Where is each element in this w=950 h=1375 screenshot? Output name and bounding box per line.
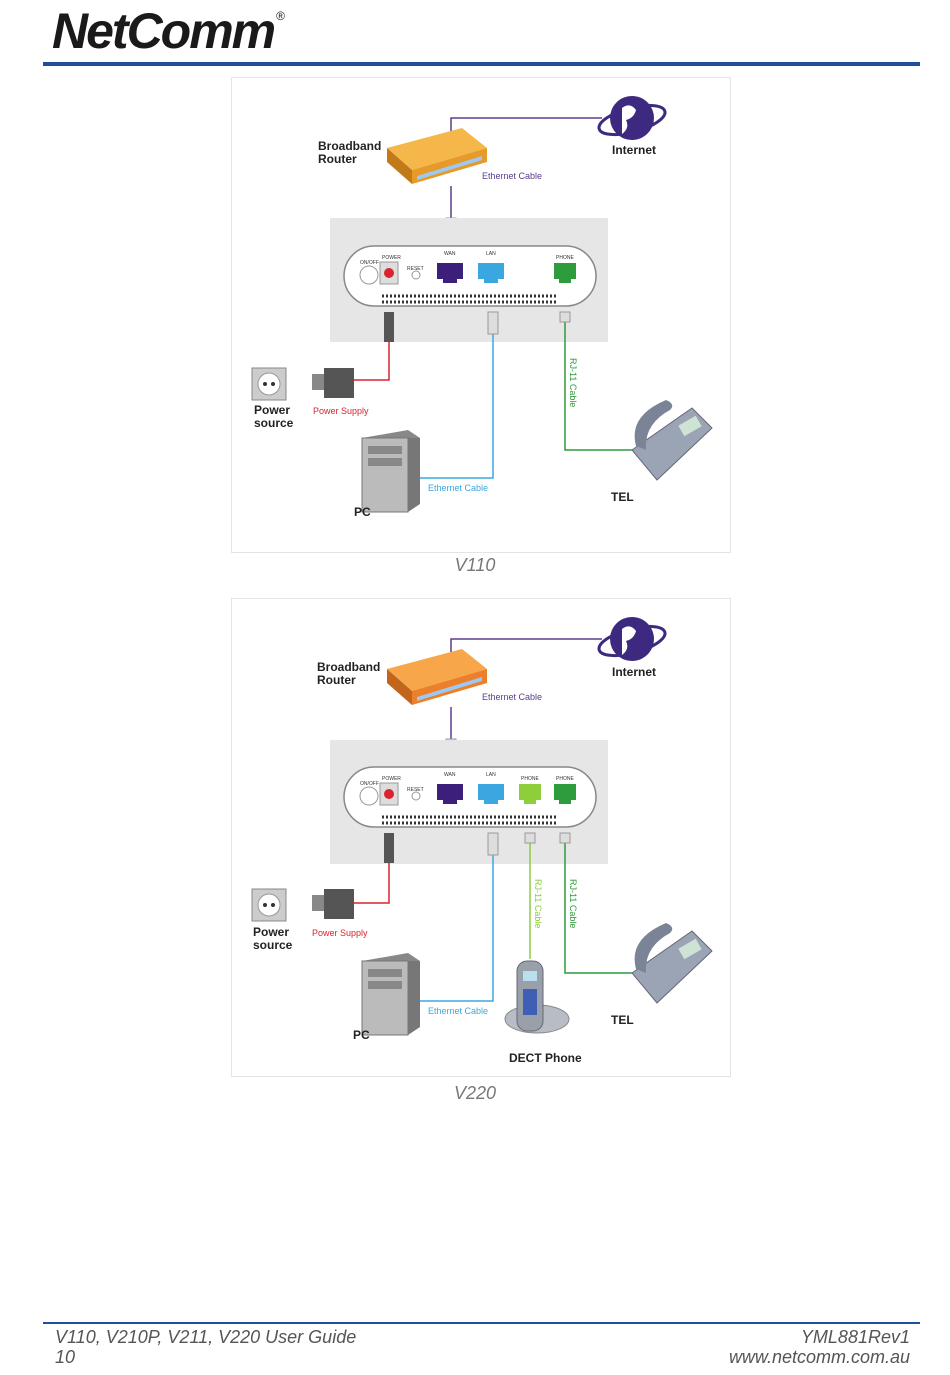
lan-plug (487, 311, 499, 335)
lan-port (478, 263, 504, 283)
rj11-cable-label-tel: RJ-11 Cable (568, 879, 578, 928)
svg-text:RESET: RESET (407, 787, 424, 793)
internet-line (450, 117, 602, 138)
phone-port (554, 263, 576, 283)
v220-diagram-svg: Internet Broadband Router Ethernet Cable… (251, 617, 713, 1065)
svg-text:LAN: LAN (486, 772, 496, 778)
ethernet-cable-label-top: Ethernet Cable (482, 171, 542, 181)
svg-text:LAN: LAN (486, 251, 496, 257)
v220-connection-diagram: Internet Broadband Router Ethernet Cable… (231, 598, 731, 1077)
footer-url: www.netcomm.com.au (728, 1347, 910, 1367)
footer-right: YML881Rev1 www.netcomm.com.au (729, 1327, 910, 1367)
power-source-label-1: Power (254, 403, 290, 417)
dect-phone-label: DECT Phone (509, 1051, 582, 1065)
internet-globe-icon (597, 617, 667, 661)
modem-device: ON/OFF POWER RESET WAN LAN PHONE PHONE (343, 766, 597, 828)
phone1-port (519, 784, 541, 804)
pc-tower-icon (361, 430, 420, 513)
tel-label: TEL (611, 490, 634, 504)
internet-globe-icon (597, 96, 667, 140)
power-source-label-2: source (253, 938, 293, 952)
ethernet-cable-label-bottom: Ethernet Cable (428, 483, 488, 493)
lan-cable (417, 312, 494, 479)
svg-text:POWER: POWER (382, 255, 401, 261)
v110-diagram-svg: Internet Broadband Router Ethernet Cable… (251, 96, 713, 519)
footer-rule (43, 1322, 920, 1324)
svg-text:ON/OFF: ON/OFF (360, 781, 379, 787)
rj11-cable-label: RJ-11 Cable (568, 358, 578, 407)
power-supply-label: Power Supply (313, 406, 369, 416)
power-source-label-2: source (254, 416, 294, 430)
broadband-router-icon (387, 649, 487, 705)
router-label-2: Router (317, 673, 356, 687)
ethernet-cable-label-top: Ethernet Cable (482, 692, 542, 702)
internet-label: Internet (612, 143, 656, 157)
rj11-plug-dect (524, 832, 536, 844)
svg-text:PHONE: PHONE (556, 255, 574, 261)
telephone-icon (631, 923, 713, 1004)
svg-text:RESET: RESET (407, 266, 424, 272)
footer-guide-title: V110, V210P, V211, V220 User Guide (55, 1327, 357, 1347)
phone2-port (554, 784, 576, 804)
power-supply-icon (312, 368, 354, 398)
power-outlet-icon (251, 367, 287, 401)
ethernet-cable-label-bottom: Ethernet Cable (428, 1006, 488, 1016)
netcomm-logo: NetComm® (52, 3, 285, 59)
svg-text:PHONE: PHONE (521, 776, 539, 782)
wan-port (437, 784, 463, 804)
broadband-router-icon (387, 128, 487, 184)
svg-text:WAN: WAN (444, 251, 456, 257)
power-source-label-1: Power (253, 925, 289, 939)
telephone-icon (631, 400, 713, 481)
modem-device: ON/OFF POWER RESET WAN LAN PHONE (343, 245, 597, 307)
router-label-2: Router (318, 152, 357, 166)
lan-cable (417, 833, 494, 1002)
power-supply-icon (312, 889, 354, 919)
rj11-cable (564, 312, 642, 451)
internet-label: Internet (612, 665, 656, 679)
header-rule (43, 62, 920, 66)
page-number: 10 (55, 1347, 76, 1367)
figure-caption-v110: V110 (454, 555, 496, 575)
svg-text:WAN: WAN (444, 772, 456, 778)
pc-label: PC (354, 505, 371, 519)
footer-left: V110, V210P, V211, V220 User Guide 10 (55, 1327, 356, 1367)
svg-text:PHONE: PHONE (556, 776, 574, 782)
v110-connection-diagram: Internet Broadband Router Ethernet Cable… (231, 77, 731, 553)
figure-caption-v220: V220 (453, 1083, 497, 1103)
router-label-1: Broadband (318, 139, 381, 153)
lan-plug (487, 832, 499, 856)
power-supply-label: Power Supply (312, 928, 368, 938)
pc-label: PC (353, 1028, 370, 1042)
rj11-plug (559, 311, 571, 323)
wan-port (437, 263, 463, 283)
rj11-cable-tel (564, 833, 642, 974)
rj11-cable-label-dect: RJ-11 Cable (533, 879, 543, 928)
tel-label: TEL (611, 1013, 634, 1027)
footer-doc-id: YML881Rev1 (800, 1327, 910, 1347)
router-label-1: Broadband (317, 660, 380, 674)
lan-port (478, 784, 504, 804)
power-plug (384, 312, 394, 342)
svg-text:ON/OFF: ON/OFF (360, 260, 379, 266)
rj11-plug-tel (559, 832, 571, 844)
svg-text:POWER: POWER (382, 776, 401, 782)
power-plug (384, 833, 394, 863)
dect-phone-icon (504, 960, 570, 1034)
power-outlet-icon (251, 888, 287, 922)
pc-tower-icon (361, 953, 420, 1036)
internet-line (450, 638, 602, 659)
